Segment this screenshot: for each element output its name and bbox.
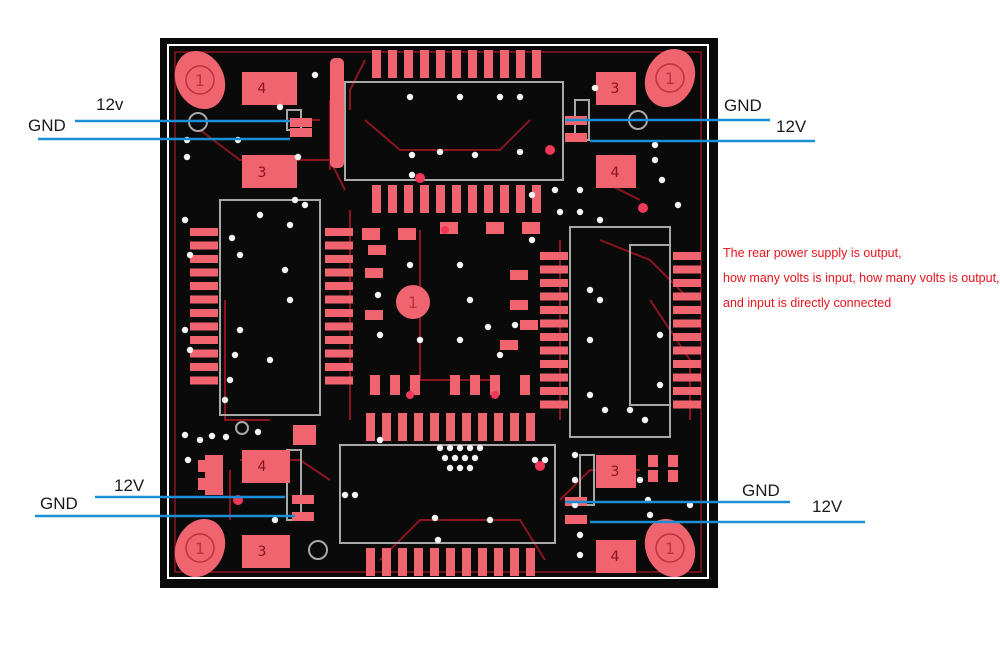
svg-text:1: 1 [195,539,205,558]
note-line-1: The rear power supply is output, [723,246,902,260]
label-bottom-left-gnd: GND [40,494,78,513]
svg-text:1: 1 [665,539,675,558]
regulator-pad-numbers: 4 3 3 4 4 3 3 4 [258,81,620,565]
svg-text:3: 3 [258,165,267,181]
note-line-3: and input is directly connected [723,296,892,310]
left-connector-pins [190,228,353,385]
label-top-left-gnd: GND [28,116,66,135]
svg-text:3: 3 [611,464,620,480]
svg-text:3: 3 [258,544,267,560]
svg-text:1: 1 [665,69,675,88]
regulator-pads [205,58,636,573]
vias [181,71,694,559]
svg-text:1: 1 [408,293,418,312]
label-top-left-12v: 12v [96,95,124,114]
svg-text:4: 4 [258,81,267,97]
right-connector-pins [540,252,701,409]
svg-text:4: 4 [611,165,620,181]
svg-text:4: 4 [258,459,267,475]
note-line-2: how many volts is input, how many volts … [723,271,1000,285]
board-outline [167,44,709,579]
label-top-right-gnd: GND [724,96,762,115]
svg-text:3: 3 [611,81,620,97]
mount-hole-labels: 1 1 1 1 1 [195,69,675,558]
label-top-right-12v: 12V [776,117,807,136]
bottom-connector-pins [366,413,535,576]
mount-holes [174,48,696,578]
svg-text:1: 1 [195,71,205,90]
wires [35,118,865,524]
label-bottom-left-12v: 12V [114,476,145,495]
label-bottom-right-12v: 12V [812,497,843,516]
top-connector-pins [372,50,541,213]
svg-text:4: 4 [611,549,620,565]
label-bottom-right-gnd: GND [742,481,780,500]
